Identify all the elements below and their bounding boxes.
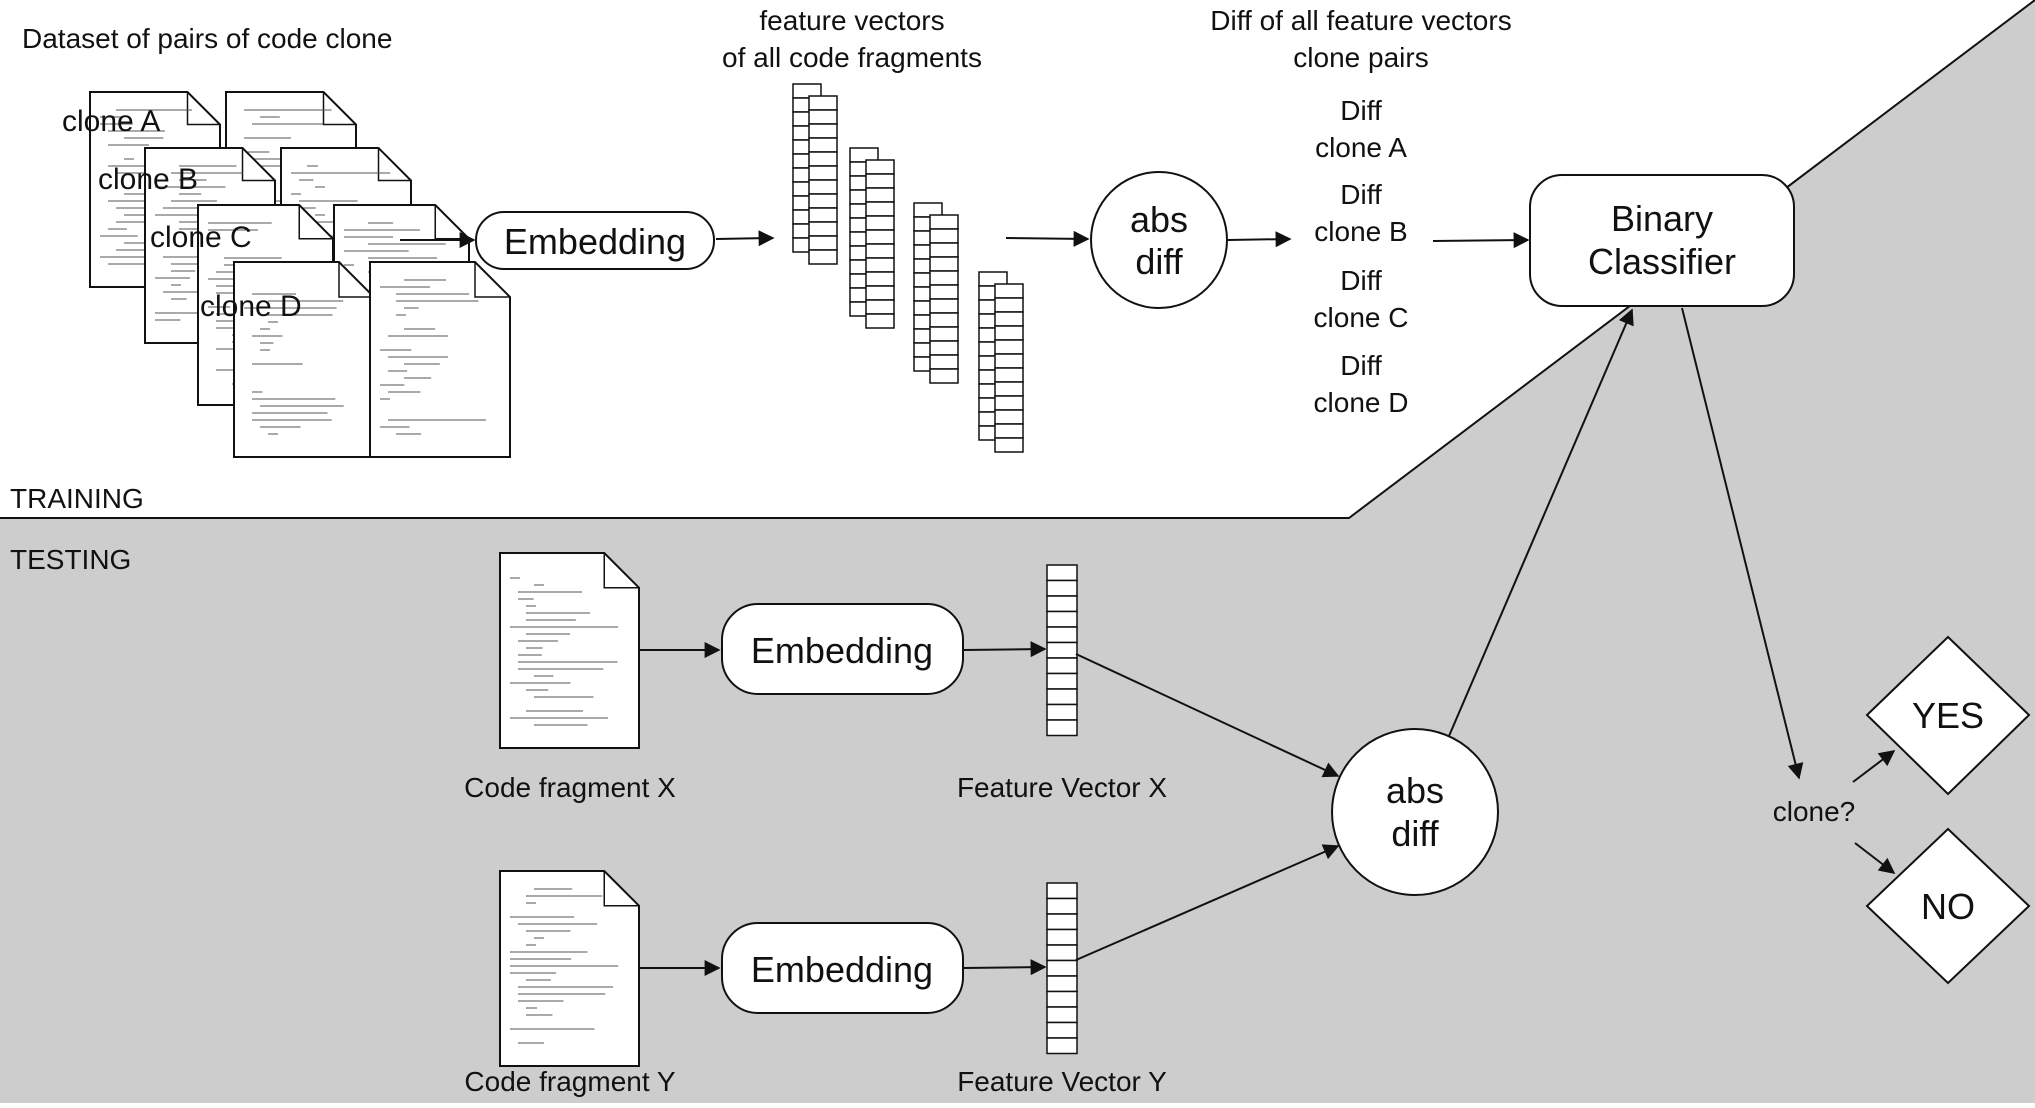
training-embedding-label: Embedding (504, 221, 686, 262)
diff-item-b-bottom: clone B (1314, 216, 1407, 247)
test-absdiff-node: abs diff (1331, 728, 1499, 896)
diff-item-c-top: Diff (1340, 265, 1382, 296)
diff-item-d-bottom: clone D (1314, 387, 1409, 418)
test-absdiff-label-1: abs (1386, 770, 1444, 811)
feature-vectors-title-1: feature vectors (759, 5, 944, 36)
classifier-label-2: Classifier (1588, 241, 1736, 282)
arrow-embedding-y-to-vector (963, 959, 1047, 976)
feature-vector-x (1046, 564, 1078, 737)
clone-d-document-left (233, 261, 375, 458)
training-boundary-line (0, 0, 2035, 519)
clone-label-a: clone A (62, 105, 160, 138)
diff-item-a-top: Diff (1340, 95, 1382, 126)
diff-item-a: Diff clone A (1315, 95, 1407, 163)
test-embedding-y-label: Embedding (751, 949, 933, 990)
feature-vectors-title-2: of all code fragments (722, 42, 982, 73)
arrow-vector-x-to-absdiff (1075, 653, 1340, 778)
yes-label: YES (1912, 695, 1984, 736)
diff-item-c-bottom: clone C (1314, 302, 1409, 333)
test-code-fragments (499, 552, 640, 1067)
test-embedding-y-box: Embedding (721, 922, 964, 1014)
clone-question-label: clone? (1773, 796, 1856, 827)
code-fragment-y-label: Code fragment Y (464, 1066, 675, 1097)
diff-item-d: Diff clone D (1314, 350, 1409, 418)
clone-label-d: clone D (200, 290, 302, 323)
training-embedding-box: Embedding (475, 211, 715, 270)
feature-vector-stack-4 (978, 271, 1024, 453)
clone-d-document-right (369, 261, 511, 458)
arrow-classifier-to-decision (1681, 307, 1804, 780)
clone-label-c: clone C (150, 221, 252, 254)
diff-item-b-top: Diff (1340, 179, 1382, 210)
arrow-diffs-to-classifier (1432, 232, 1530, 249)
arrow-question-to-no (1854, 842, 1896, 874)
arrow-vectors-to-absdiff (1005, 230, 1090, 247)
test-absdiff-label-2: diff (1391, 813, 1439, 854)
testing-label: TESTING (10, 544, 131, 575)
arrow-embedding-to-vectors (715, 230, 775, 247)
arrow-question-to-yes (1852, 750, 1896, 783)
yes-decision: YES (1865, 635, 2031, 796)
clone-label-b: clone B (98, 163, 198, 196)
training-absdiff-node: abs diff (1090, 171, 1228, 309)
arrow-absdiff-to-classifier (1448, 308, 1634, 737)
arrow-vector-y-to-absdiff (1075, 844, 1340, 961)
diff-item-c: Diff clone C (1314, 265, 1409, 333)
no-label: NO (1921, 886, 1975, 927)
code-fragment-y-document (499, 870, 640, 1067)
training-label: TRAINING (10, 483, 144, 514)
feature-vector-stack-2 (849, 147, 895, 329)
feature-vector-y (1046, 882, 1078, 1055)
code-fragment-x-document (499, 552, 640, 749)
diff-item-b: Diff clone B (1314, 179, 1407, 247)
feature-vector-y-label: Feature Vector Y (957, 1066, 1167, 1097)
training-absdiff-label-2: diff (1135, 241, 1183, 282)
arrow-absdiff-to-diffs (1227, 231, 1292, 248)
feature-vector-stack-1 (792, 83, 838, 265)
training-absdiff-label-1: abs (1130, 199, 1188, 240)
arrow-embedding-x-to-vector (963, 641, 1047, 658)
no-decision: NO (1865, 827, 2031, 985)
test-embedding-x-box: Embedding (721, 603, 964, 695)
diff-item-a-bottom: clone A (1315, 132, 1407, 163)
test-feature-vectors (1046, 564, 1078, 1055)
diff-title-1: Diff of all feature vectors (1210, 5, 1511, 36)
feature-vector-x-label: Feature Vector X (957, 772, 1167, 803)
training-feature-vectors (792, 83, 1024, 453)
binary-classifier-box: Binary Classifier (1529, 174, 1795, 307)
feature-vector-stack-3 (913, 202, 959, 384)
code-fragment-x-label: Code fragment X (464, 772, 676, 803)
diff-title-2: clone pairs (1293, 42, 1428, 73)
dataset-title: Dataset of pairs of code clone (22, 23, 392, 54)
diff-item-d-top: Diff (1340, 350, 1382, 381)
code-clone-documents: clone A clone B clone C clone D (62, 91, 511, 458)
test-embedding-x-label: Embedding (751, 630, 933, 671)
classifier-label-1: Binary (1611, 198, 1713, 239)
